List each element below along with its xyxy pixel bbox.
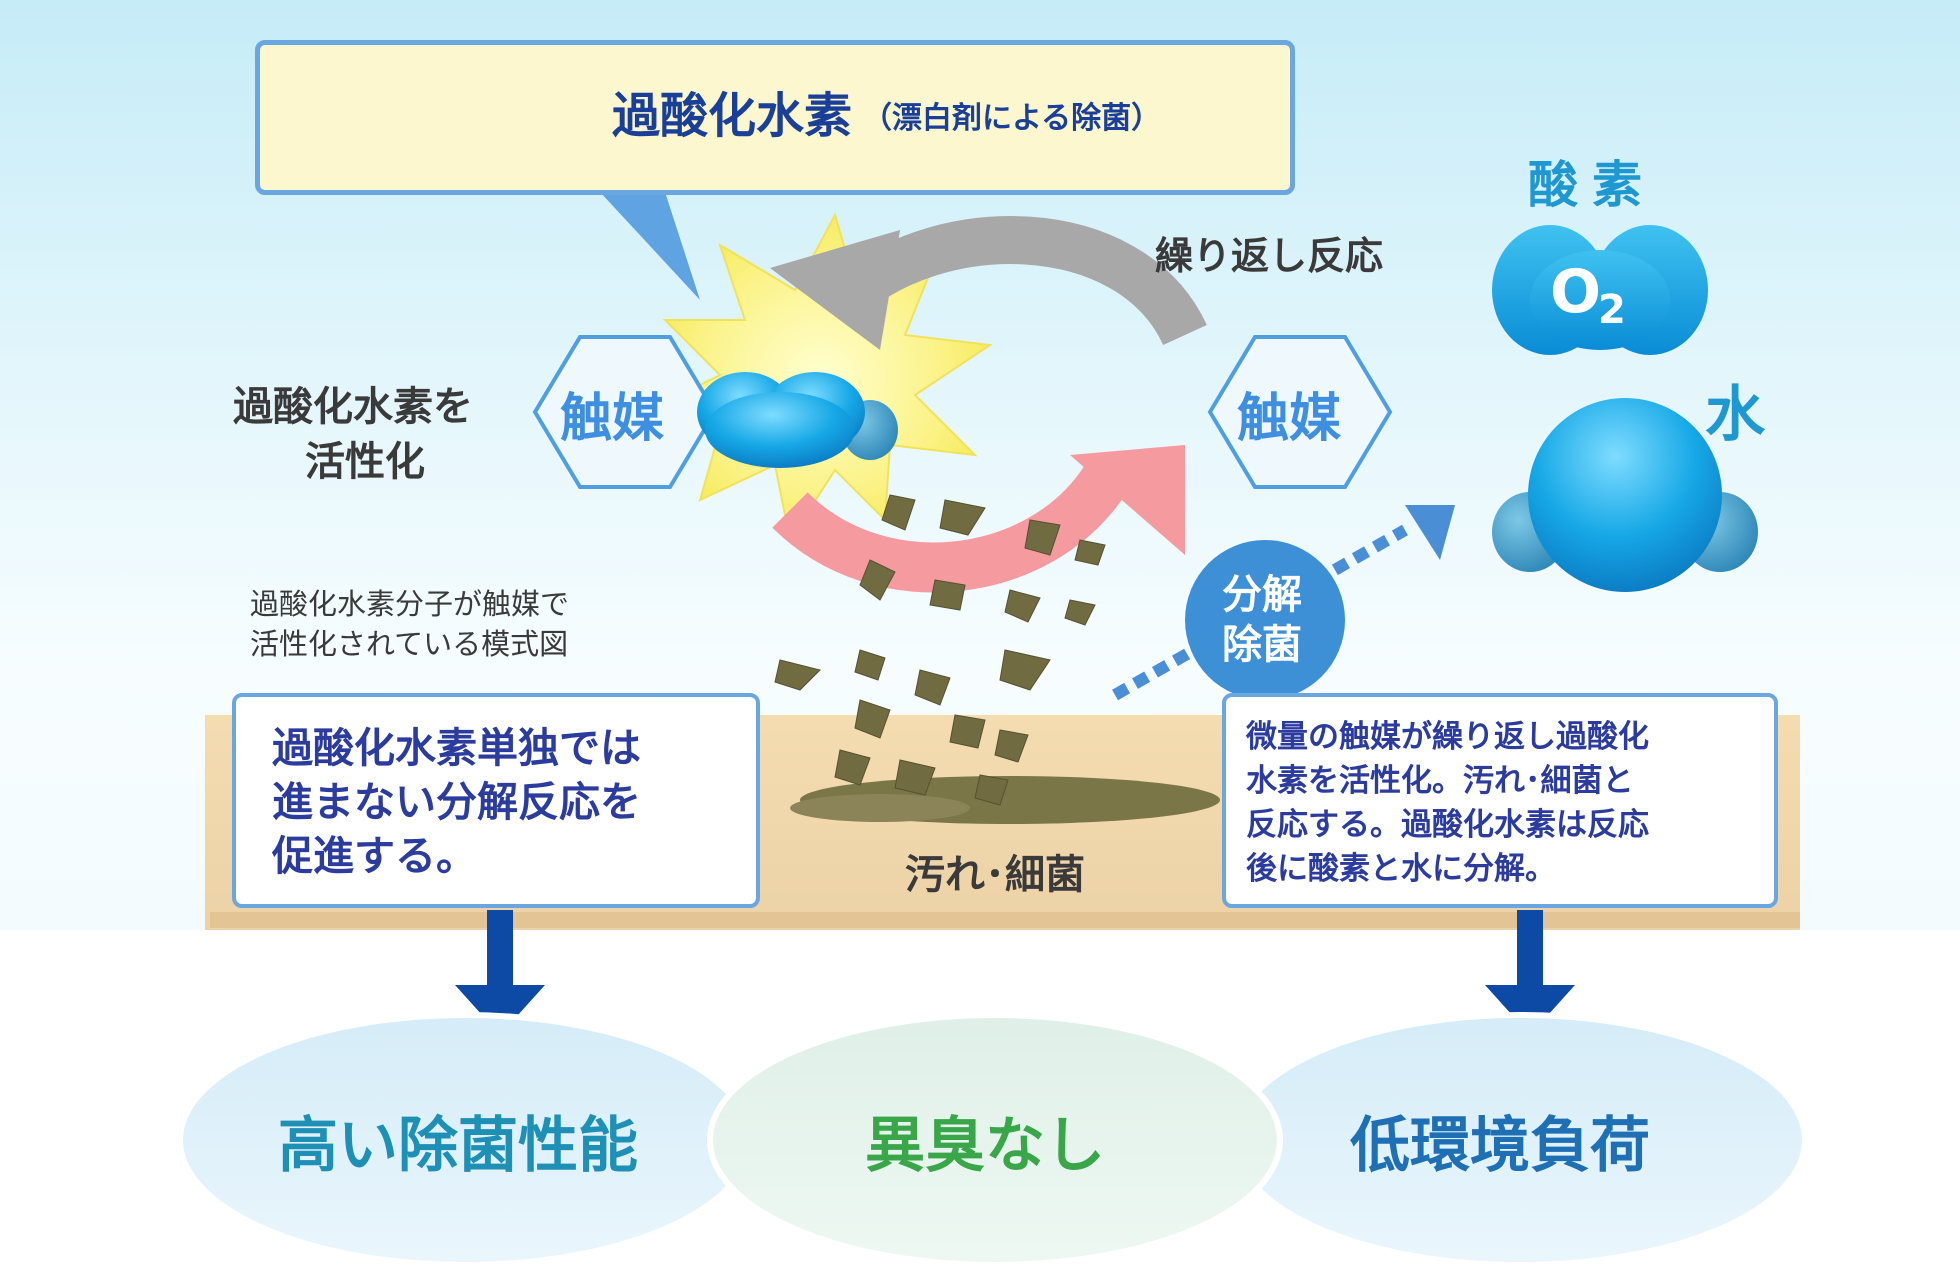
catalyst-hexagon-right <box>1207 335 1393 489</box>
down-arrow-right <box>1485 910 1575 1035</box>
water-label: 水 <box>1705 380 1765 450</box>
model-note-line2: 活性化されている模式図 <box>250 627 569 661</box>
o2-formula-main: O <box>1550 257 1602 327</box>
right-explanation-box: 微量の触媒が繰り返し過酸化 水素を活性化。汚れ･細菌と 反応する。過酸化水素は反… <box>1222 693 1778 908</box>
left-box-line1: 過酸化水素単独では <box>272 724 641 772</box>
oxygen-molecule-icon <box>1492 225 1708 355</box>
benefit-label-low-environmental-load: 低環境負荷 <box>1350 1111 1650 1181</box>
repeat-reaction-label: 繰り返し反応 <box>1155 234 1384 278</box>
decompose-label-line2: 除菌 <box>1222 622 1302 668</box>
left-explanation-box: 過酸化水素単独では 進まない分解反応を 促進する。 <box>232 693 760 908</box>
left-box-line2: 進まない分解反応を <box>272 778 641 826</box>
model-note-line1: 過酸化水素分子が触媒で <box>250 587 570 621</box>
activate-label-line1: 過酸化水素を <box>233 384 473 430</box>
left-box-line3: 促進する。 <box>272 832 477 880</box>
activated-molecule-icon <box>697 372 898 468</box>
right-box-line2: 水素を活性化。汚れ･細菌と <box>1246 763 1634 799</box>
activate-label-line2: 活性化 <box>305 439 425 485</box>
callout-title: 過酸化水素 <box>612 88 853 144</box>
right-box-line3: 反応する。過酸化水素は反応 <box>1246 807 1649 843</box>
o2-formula-sub: 2 <box>1598 287 1626 333</box>
callout-box <box>255 40 1295 195</box>
catalyst-label-right: 触媒 <box>1237 389 1342 449</box>
dirt-bacteria-label: 汚れ･細菌 <box>905 852 1085 898</box>
decompose-label-line1: 分解 <box>1222 572 1302 618</box>
benefit-bubbles <box>177 1012 1808 1268</box>
decompose-circle <box>1185 540 1345 700</box>
cycle-arrow-pink <box>772 445 1185 593</box>
catalyst-label-left: 触媒 <box>560 389 665 449</box>
right-box-line4: 後に酸素と水に分解。 <box>1246 851 1556 887</box>
dirt-particles <box>774 494 1106 806</box>
right-box-line1: 微量の触媒が繰り返し過酸化 <box>1246 719 1649 755</box>
water-molecule-icon <box>1492 398 1758 592</box>
oxygen-label: 酸素 <box>1528 156 1656 214</box>
callout-subtitle: （漂白剤による除菌） <box>862 101 1162 136</box>
benefit-label-no-odor: 異臭なし <box>865 1111 1105 1181</box>
benefit-label-high-sterilization: 高い除菌性能 <box>278 1111 638 1181</box>
down-arrow-left <box>455 910 545 1035</box>
callout-pointer <box>600 192 700 300</box>
ground-edge <box>210 912 1800 928</box>
cycle-arrow-gray <box>770 216 1207 350</box>
